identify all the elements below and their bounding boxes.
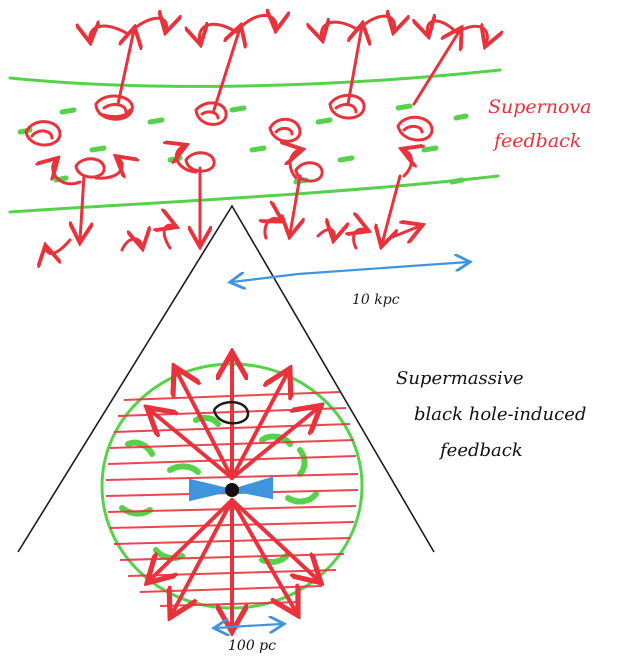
sn-outflow-arrow <box>321 22 358 38</box>
sn-outflow-arrow <box>348 26 362 104</box>
sn-outflow-arrow <box>390 226 420 238</box>
sn-outflow-arrow <box>290 176 300 234</box>
sn-outflow-arrow <box>354 229 366 248</box>
sn-outflow-arrow <box>90 26 128 40</box>
sn-outflow-arrow <box>46 240 70 254</box>
smbh-region <box>102 356 362 628</box>
sn-outflow-arrow <box>122 239 142 250</box>
scale-bar-100pc <box>216 624 282 628</box>
sn-knot-4 <box>270 119 300 141</box>
sn-knot-6 <box>398 117 432 140</box>
scale-label-100pc: 100 pc <box>228 638 276 656</box>
sn-outflow-arrow <box>199 24 236 42</box>
supernova-explosions <box>26 16 487 254</box>
scale-bar-10kpc <box>232 262 468 282</box>
sn-outflow-arrow <box>404 150 412 176</box>
smbh-label-line2: black hole-induced <box>414 404 586 427</box>
sn-outflow-arrow <box>318 229 334 238</box>
sn-outflow-arrow <box>80 176 84 240</box>
sn-knot-1 <box>26 122 60 145</box>
supernova-label-line1: Supernova <box>488 96 591 120</box>
sn-outflow-arrow <box>360 16 395 30</box>
sn-outflow-arrow <box>238 16 276 31</box>
smbh-label-line1: Supermassive <box>396 368 524 391</box>
sn-outflow-arrow <box>458 26 487 44</box>
sn-knot-5 <box>330 95 364 118</box>
sn-outflow-arrow <box>214 28 240 110</box>
sn-outflow-arrow <box>118 30 134 104</box>
scale-label-10kpc: 10 kpc <box>352 292 400 310</box>
sn-outflow-arrow <box>414 30 460 104</box>
supernova-label-line2: feedback <box>494 130 581 154</box>
sn-outflow-arrow <box>427 21 456 34</box>
sn-knot-2 <box>96 96 132 119</box>
smbh-label-line3: feedback <box>440 440 523 463</box>
zoom-cone <box>18 206 434 552</box>
disk-gas-dashes <box>20 106 466 182</box>
sn-outflow-arrow <box>265 218 280 238</box>
sn-knot-3 <box>196 103 226 124</box>
sn-outflow-arrow <box>164 225 174 248</box>
black-hole <box>225 483 239 497</box>
sn-knot-7 <box>76 159 104 177</box>
